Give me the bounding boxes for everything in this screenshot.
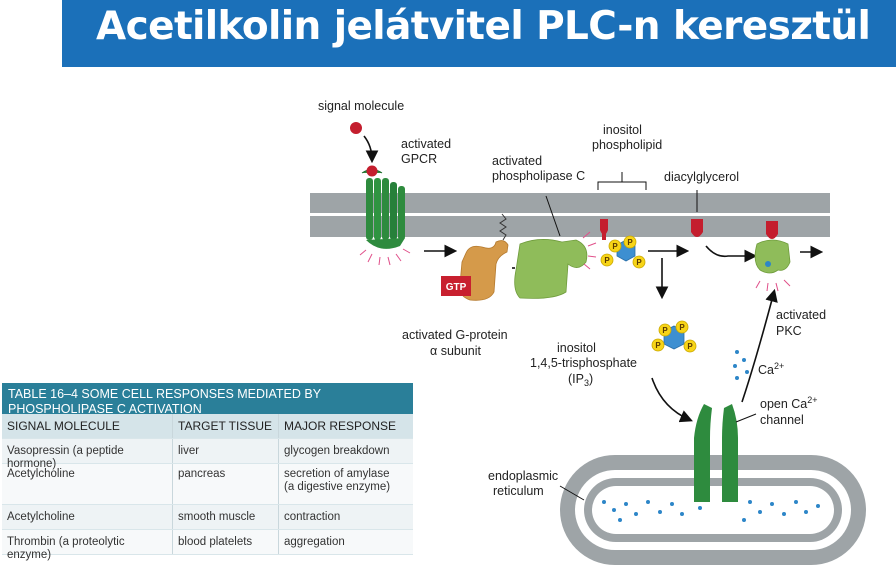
calcium-ions-er	[602, 500, 820, 522]
diagram-labels: signal molecule activated GPCR activated…	[318, 99, 826, 498]
label-plc-1: activated	[492, 154, 542, 168]
table-header-row: SIGNAL MOLECULE TARGET TISSUE MAJOR RESP…	[2, 414, 413, 439]
phosphate-labels: P P P P P P P P	[604, 238, 693, 351]
title-bar	[62, 0, 896, 67]
label-plc-2: phospholipase C	[492, 169, 585, 183]
svg-text:P: P	[612, 242, 618, 251]
signal-molecule	[350, 122, 362, 134]
label-pkc-2: PKC	[776, 324, 802, 338]
protein-kinase-c	[754, 221, 791, 274]
header-major-response: MAJOR RESPONSE	[284, 419, 397, 433]
header-signal-molecule: SIGNAL MOLECULE	[2, 414, 173, 438]
label-g-protein-2: α subunit	[430, 344, 482, 358]
svg-text:P: P	[636, 258, 642, 267]
svg-text:P: P	[679, 323, 685, 332]
label-gpcr-2: GPCR	[401, 152, 437, 166]
gtp-label: GTP	[446, 282, 467, 293]
svg-text:P: P	[687, 342, 693, 351]
phospholipase-c	[514, 195, 588, 299]
header-target-tissue: TARGET TISSUE	[173, 414, 279, 438]
label-phospholipid-1: inositol	[603, 123, 642, 137]
endoplasmic-reticulum	[560, 455, 866, 565]
label-gpcr-1: activated	[401, 137, 451, 151]
label-g-protein-1: activated G-protein	[402, 328, 508, 342]
label-signal-molecule: signal molecule	[318, 99, 404, 113]
label-ip3-2: 1,4,5-trisphosphate	[530, 356, 637, 370]
calcium-channel	[694, 404, 757, 502]
svg-text:P: P	[627, 238, 633, 247]
table-row: Acetylcholine pancreas secretion of amyl…	[2, 464, 413, 505]
table-row: Vasopressin (a peptide hormone) liver gl…	[2, 439, 413, 470]
table-row: Acetylcholine smooth muscle contraction	[2, 505, 413, 530]
label-ip3-1: inositol	[557, 341, 596, 355]
label-er-1: endoplasmic	[488, 469, 558, 483]
table-title: TABLE 16–4 SOME CELL RESPONSES MEDIATED …	[2, 383, 413, 416]
g-protein-alpha-subunit	[459, 213, 509, 301]
inositol-phospholipid	[600, 219, 646, 269]
table-row: Thrombin (a proteolytic enzyme) blood pl…	[2, 530, 413, 561]
ip3-molecule	[651, 320, 697, 353]
plc-responses-table: TABLE 16–4 SOME CELL RESPONSES MEDIATED …	[2, 383, 413, 561]
label-ca: Ca2+	[758, 361, 784, 377]
label-ip3-3: (IP3)	[568, 372, 593, 388]
gtp-badge: GTP	[441, 276, 471, 296]
calcium-ions-released	[733, 350, 749, 380]
label-diacylglycerol: diacylglycerol	[664, 170, 739, 184]
label-channel-2: channel	[760, 413, 804, 427]
label-channel-1: open Ca2+	[760, 395, 818, 411]
activation-sparks-plc	[582, 231, 597, 270]
diacylglycerol	[691, 190, 703, 237]
label-er-2: reticulum	[493, 484, 544, 498]
page-title: Acetilkolin jelátvitel PLC-n keresztül	[96, 4, 871, 49]
activation-sparks-pkc	[755, 279, 791, 292]
gpcr-receptor	[361, 165, 405, 249]
svg-text:P: P	[662, 326, 668, 335]
activation-sparks-gpcr	[359, 248, 411, 266]
label-phospholipid-2: phospholipid	[592, 138, 662, 152]
svg-text:P: P	[655, 341, 661, 350]
svg-text:P: P	[604, 256, 610, 265]
phospholipid-bracket	[597, 172, 647, 190]
label-pkc-1: activated	[776, 308, 826, 322]
